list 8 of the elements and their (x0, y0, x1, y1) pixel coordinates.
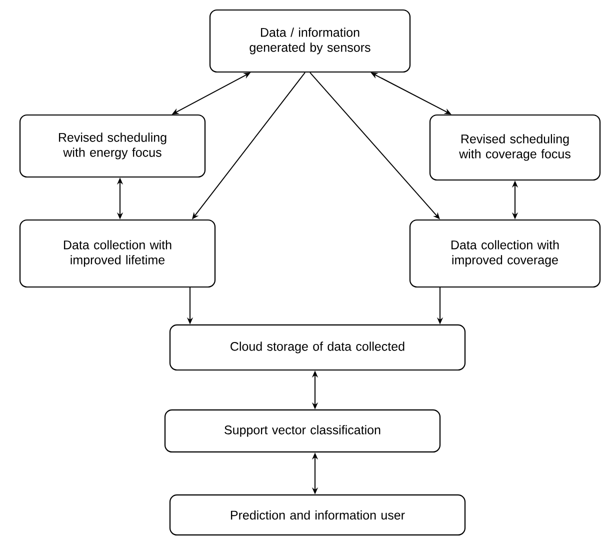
process-box: Support vector classification (164, 409, 441, 453)
process-box: Data collection with improved coverage (409, 219, 601, 288)
process-box: Data collection with improved lifetime (19, 219, 216, 288)
process-box: Prediction and information user (169, 494, 466, 536)
process-box: Cloud storage of data collected (169, 324, 466, 371)
process-box: Revised scheduling with energy focus (19, 114, 206, 178)
process-box: Revised scheduling with coverage focus (429, 114, 601, 181)
process-box: Data / information generated by sensors (209, 9, 411, 73)
